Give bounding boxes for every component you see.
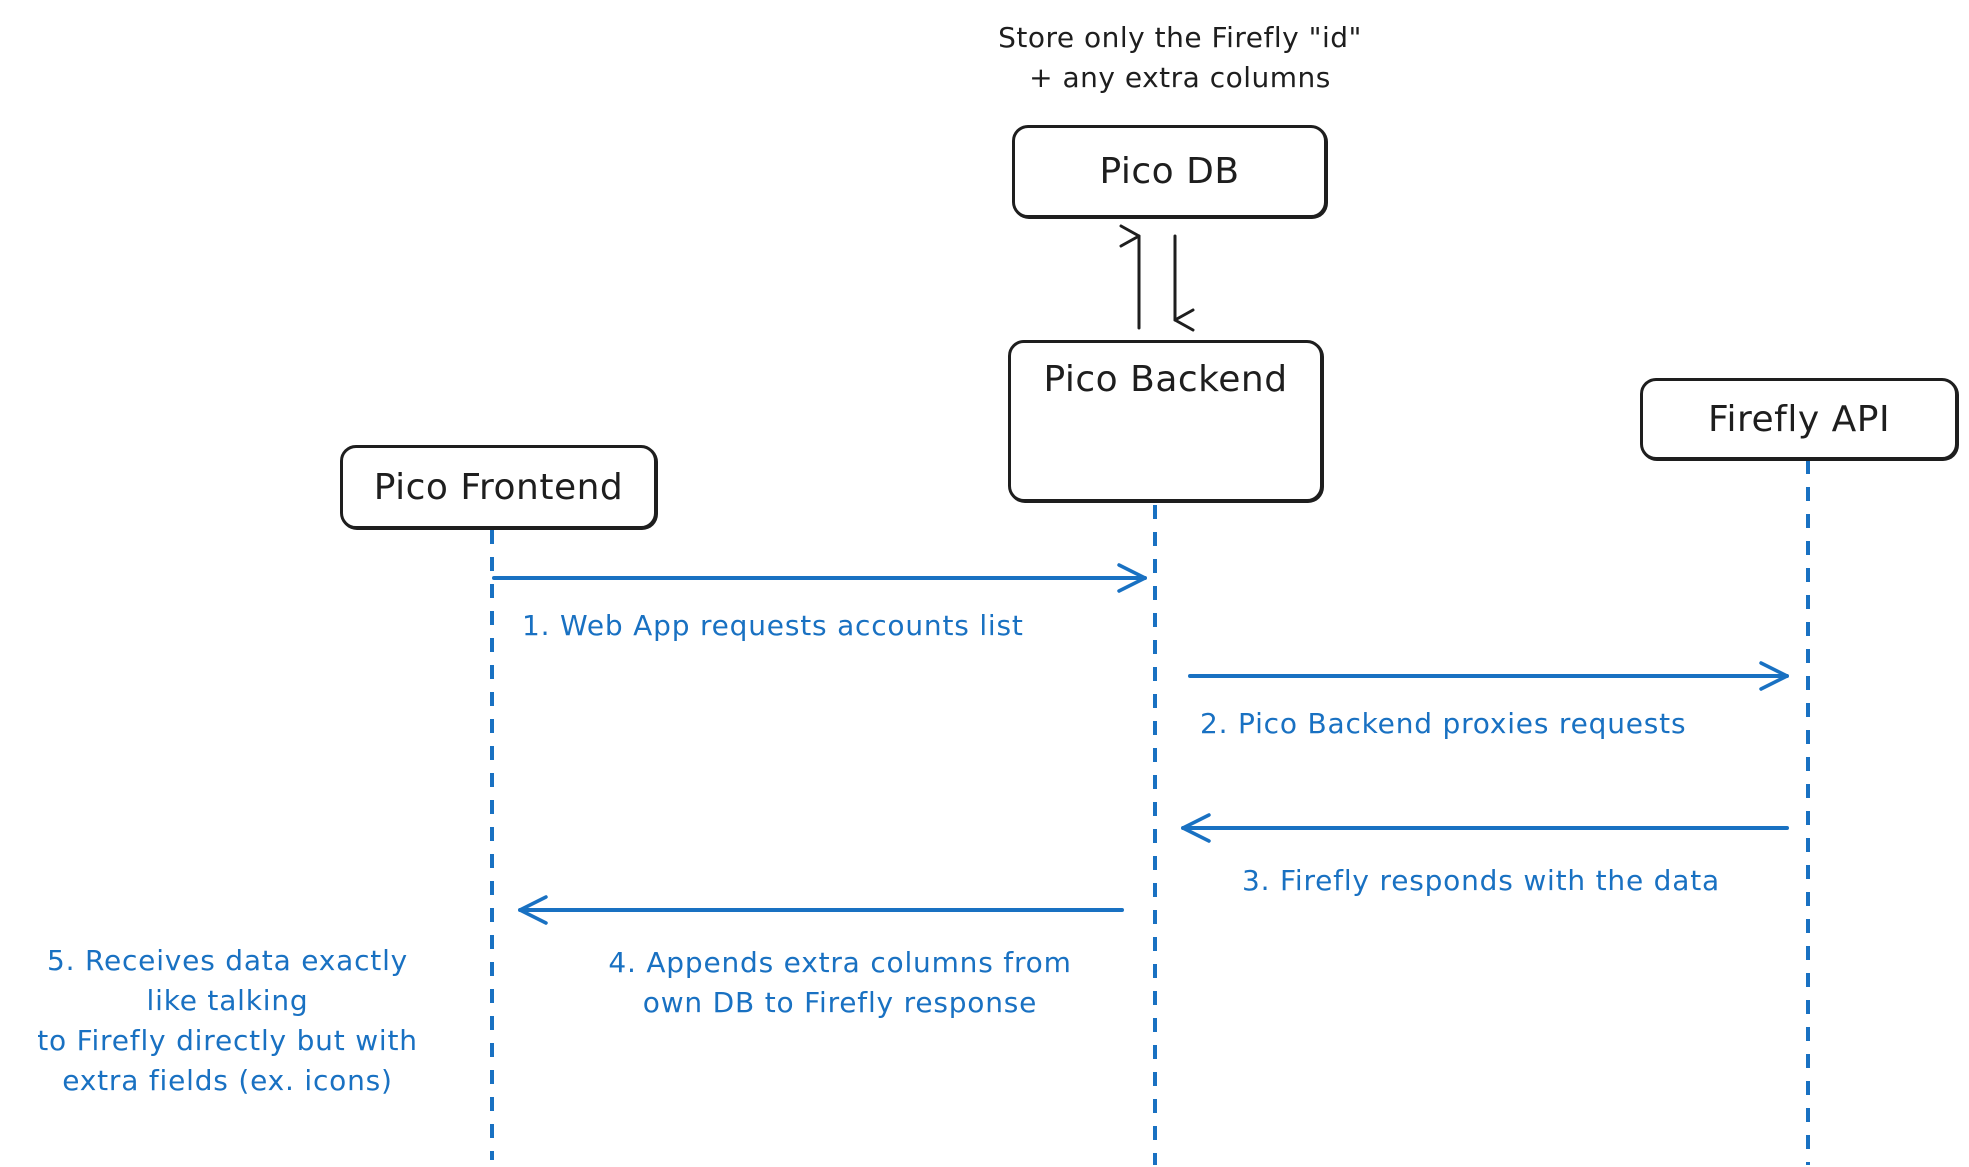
pico-db-box: Pico DB [1012, 125, 1327, 218]
db-note: Store only the Firefly "id" + any extra … [998, 21, 1362, 94]
step-3-label: 3. Firefly responds with the data [1242, 864, 1720, 897]
step-2-label: 2. Pico Backend proxies requests [1200, 707, 1687, 740]
step-4-label: 4. Appends extra columns from own DB to … [608, 946, 1072, 1019]
pico-frontend-box: Pico Frontend [340, 445, 657, 529]
step-1-label: 1. Web App requests accounts list [522, 609, 1024, 642]
step-5-label: 5. Receives data exactly like talking to… [37, 944, 418, 1097]
pico-backend-label: Pico Backend [1043, 359, 1288, 400]
pico-backend-box: Pico Backend [1008, 340, 1323, 502]
firefly-api-label: Firefly API [1707, 398, 1891, 440]
firefly-api-box: Firefly API [1640, 378, 1958, 460]
pico-frontend-label: Pico Frontend [373, 466, 624, 508]
pico-db-label: Pico DB [1099, 151, 1240, 192]
